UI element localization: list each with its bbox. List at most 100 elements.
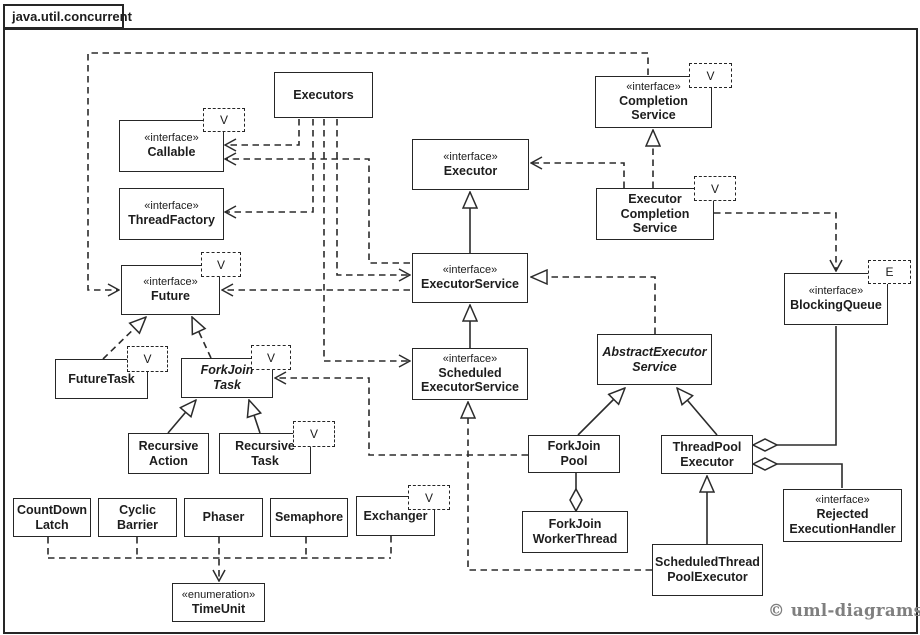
class-name: PoolExecutor (667, 570, 748, 584)
stereotype: «interface» (144, 200, 199, 213)
dependency-forkjoinpool-forkjointask (275, 378, 528, 456)
stereotype: «interface» (442, 264, 498, 277)
class-name: Semaphore (274, 510, 344, 525)
type-param-completionservice: V (689, 63, 732, 88)
class-executorcompletionservice: Executor Completion Service (596, 188, 714, 240)
class-name: ExecutionHandler (789, 521, 896, 536)
class-scheduledthreadpoolexecutor: ScheduledThread PoolExecutor (652, 544, 763, 596)
class-name: Service (632, 221, 678, 236)
class-name: ExecutorService (421, 277, 519, 292)
class-name: Barrier (117, 517, 158, 532)
copyright-text: © uml-diagrams.org (768, 601, 920, 620)
dependency-executorservice-callable (225, 159, 410, 264)
stereotype: «interface» (144, 132, 199, 145)
dependency-executors-callable (225, 119, 300, 145)
stereotype: «interface» (143, 276, 198, 289)
stereotype: «interface» (815, 494, 870, 507)
realization-futuretask-future (102, 317, 146, 360)
class-name: Pool (560, 454, 588, 468)
type-param-callable: V (203, 108, 245, 132)
type-param-blockingqueue: E (868, 260, 911, 284)
class-name: Scheduled (438, 365, 502, 380)
class-abstractexecutorservice: AbstractExecutor Service (597, 334, 712, 385)
stereotype: «interface» (442, 352, 498, 365)
type-param-executorcompletionservice: V (694, 176, 736, 201)
class-name: Executor (443, 163, 498, 178)
class-name: Callable (147, 145, 196, 160)
class-name: Service (632, 359, 677, 374)
class-name: Action (149, 453, 188, 468)
class-name: Executor (680, 454, 734, 469)
class-scheduledexecutorservice: «interface» Scheduled ExecutorService (412, 348, 528, 400)
class-forkjoinpool: ForkJoin Pool (528, 435, 620, 473)
class-executor: «interface» Executor (412, 139, 529, 190)
package-tab: java.util.concurrent (3, 4, 132, 29)
class-name: Phaser (202, 510, 245, 525)
class-name: Exchanger (363, 508, 428, 523)
generalization-recursivetask-forkjointask (249, 400, 260, 434)
stereotype: «interface» (808, 285, 864, 298)
class-name: Service (631, 108, 676, 123)
type-param-forkjointask: V (251, 345, 291, 370)
dependency-executorcompletionservice-blockingqueue (714, 212, 836, 271)
class-name: Rejected (816, 507, 869, 522)
aggregation-diamond-blockingqueue (751, 438, 779, 452)
package-name: java.util.concurrent (12, 9, 132, 24)
aggregation-diamond-forkjoinworkerthread (569, 487, 583, 513)
aggregation-diamond-rejectedexecutionhandler (751, 457, 779, 471)
dependency-executors-executorservice (336, 119, 410, 275)
aggregation-threadpoolexecutor-blockingqueue (777, 326, 837, 446)
stereotype: «enumeration» (181, 588, 256, 601)
class-name: Executors (293, 87, 354, 102)
class-name: Recursive (235, 438, 295, 453)
generalization-forkjoinpool-abstractexecutorservice (577, 388, 625, 436)
dependency-executorcompletionservice-executor (531, 163, 625, 188)
class-name: ThreadPool (672, 439, 742, 454)
generalization-threadpoolexecutor-abstractexecutorservice (677, 388, 718, 436)
class-name: ScheduledThread (655, 555, 760, 570)
class-threadfactory: «interface» ThreadFactory (119, 188, 224, 240)
stereotype: «interface» (626, 80, 681, 93)
class-countdownlatch: CountDown Latch (13, 498, 91, 537)
class-name: ThreadFactory (128, 213, 215, 228)
class-rejectedexecutionhandler: «interface» Rejected ExecutionHandler (783, 489, 902, 542)
class-name: WorkerThread (532, 532, 618, 546)
class-name: FutureTask (68, 371, 135, 386)
class-name: TimeUnit (191, 601, 246, 616)
class-name: ForkJoin (547, 439, 601, 454)
class-name: Future (151, 289, 190, 304)
class-name: Task (251, 453, 279, 468)
dependency-completionservice-future (87, 52, 649, 290)
type-param-recursivetask: V (293, 421, 335, 447)
class-threadpoolexecutor: ThreadPool Executor (661, 435, 753, 474)
realization-forkjointask-future (192, 317, 212, 359)
aggregation-threadpoolexecutor-rejectedexecutionhandler (777, 463, 843, 488)
class-name: Completion (620, 206, 690, 221)
class-name: AbstractExecutor (602, 344, 707, 359)
class-timeunit: «enumeration» TimeUnit (172, 583, 265, 622)
class-cyclicbarrier: Cyclic Barrier (98, 498, 177, 537)
class-name: ForkJoin (200, 363, 254, 378)
class-executorservice: «interface» ExecutorService (412, 253, 528, 303)
class-name: ExecutorService (421, 380, 519, 395)
class-name: CountDown (16, 502, 88, 517)
dependency-executors-threadfactory (225, 119, 314, 212)
class-recursiveaction: Recursive Action (128, 433, 209, 474)
class-phaser: Phaser (184, 498, 263, 537)
class-name: ForkJoin (548, 517, 602, 532)
generalization-recursiveaction-forkjointask (167, 400, 196, 434)
class-forkjoinworkerthread: ForkJoin WorkerThread (522, 511, 628, 553)
class-name: Completion (619, 93, 688, 108)
class-name: Recursive (138, 438, 199, 453)
class-name: Task (212, 378, 242, 392)
type-param-exchanger: V (408, 485, 450, 510)
class-executors: Executors (274, 72, 373, 118)
realization-scheduledthreadpoolexecutor-scheduledexecutorservice (468, 402, 652, 571)
type-param-futuretask: V (127, 346, 168, 372)
dependency-executors-scheduledexecutorservice (323, 119, 410, 361)
stereotype: «interface» (443, 150, 498, 163)
class-semaphore: Semaphore (270, 498, 348, 537)
class-name: Cyclic (119, 502, 156, 517)
class-name: Latch (35, 517, 69, 532)
